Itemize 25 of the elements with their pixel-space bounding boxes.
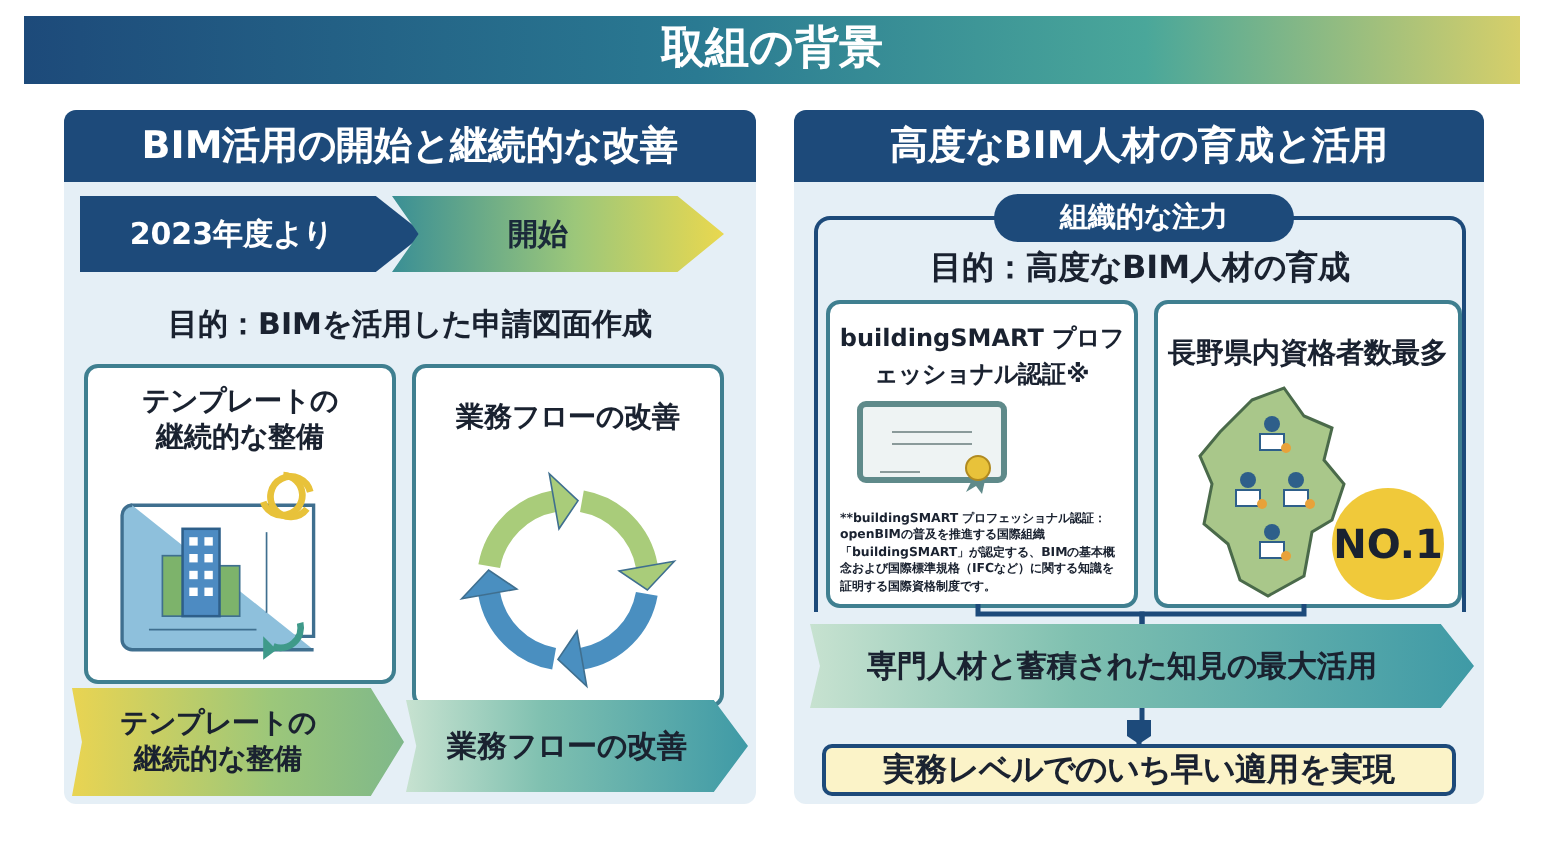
connector-line xyxy=(1139,604,1307,624)
panel-header: 高度なBIM人材の育成と活用 xyxy=(794,110,1484,182)
chevron-label: 開始 xyxy=(506,214,571,256)
band-label: テンプレートの継続的な整備 xyxy=(118,706,319,778)
group-heading: 目的：高度なBIM人材の育成 xyxy=(927,248,1353,288)
chevron-label: 2023年度より xyxy=(127,214,336,256)
arrow-band xyxy=(72,688,404,796)
tab-label: 組織的な注力 xyxy=(994,194,1294,242)
panel xyxy=(794,110,1484,804)
card-heading: テンプレートの継続的な整備 xyxy=(140,384,340,456)
result-box xyxy=(822,744,1456,796)
card-heading: buildingSMART プロフェッショナル認証※ xyxy=(837,322,1127,392)
arrow-band xyxy=(810,624,1474,708)
band-label: 業務フローの改善 xyxy=(444,728,689,764)
badge-label: NO.1 xyxy=(1332,518,1444,572)
card-heading: 長野県内資格者数最多 xyxy=(1166,336,1450,372)
band-label: 専門人材と蓄積された知見の最大活用 xyxy=(865,648,1380,684)
result-label: 実務レベルでのいち早い適用を実現 xyxy=(881,748,1397,792)
card-heading: 業務フローの改善 xyxy=(454,400,682,436)
arrow-band xyxy=(406,700,748,792)
badge-circle xyxy=(1332,488,1444,600)
panel xyxy=(64,110,756,804)
purpose-text: 目的：BIMを活用した申請図面作成 xyxy=(166,304,654,344)
panel-header: BIM活用の開始と継続的な改善 xyxy=(64,110,756,182)
title: 取組の背景 xyxy=(658,22,885,78)
